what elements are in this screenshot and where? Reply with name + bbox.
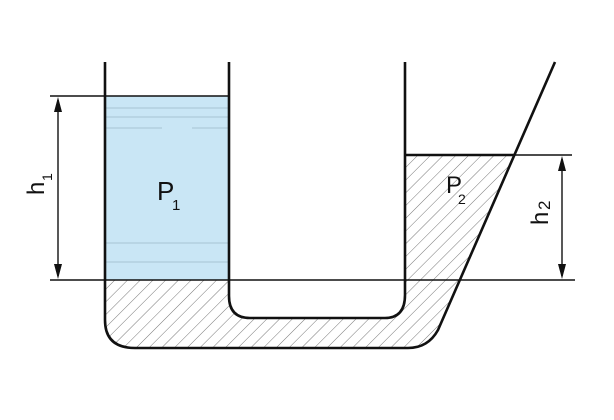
liquid-1-surface-lines (106, 107, 228, 263)
liquid-2-subscript: 2 (458, 191, 466, 207)
h2-label: h 2 (527, 201, 554, 225)
svg-text:h: h (527, 212, 554, 225)
liquid-2-fill (105, 155, 515, 348)
liquid-2-label: P (446, 172, 462, 199)
svg-text:1: 1 (39, 173, 55, 181)
liquid-1-subscript: 1 (172, 197, 180, 214)
h1-dimension-arrow (54, 97, 62, 279)
svg-text:h: h (23, 182, 50, 195)
h1-label: h 1 (23, 173, 55, 195)
liquid-1-label: P (157, 176, 174, 206)
h2-dimension-arrow (558, 156, 566, 279)
svg-text:2: 2 (535, 201, 554, 210)
vessel-outline (103, 61, 557, 350)
liquid-1-fill (105, 96, 229, 280)
